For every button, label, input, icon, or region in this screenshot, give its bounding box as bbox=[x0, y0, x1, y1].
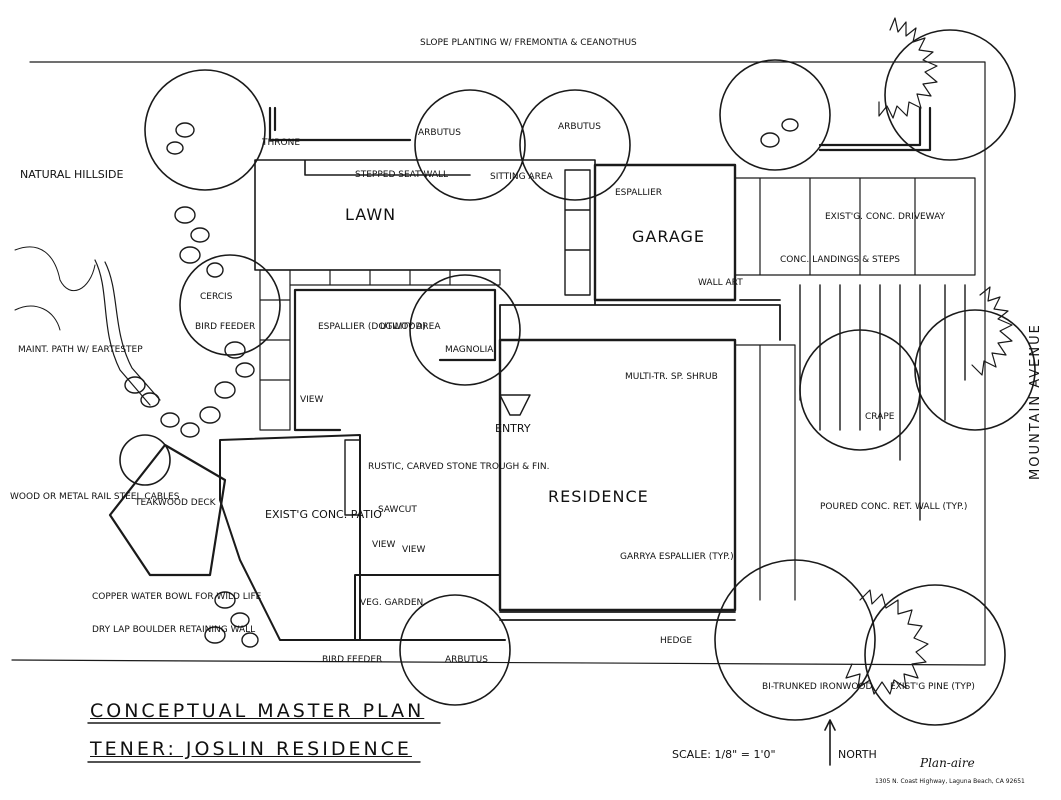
label-veg-garden: Veg. garden bbox=[360, 598, 424, 608]
title-rule bbox=[87, 722, 441, 763]
rustic-trough bbox=[344, 439, 361, 516]
hillside-contour bbox=[14, 246, 96, 331]
label-espallier-dogwood: Espallier (Dogwood) bbox=[318, 322, 426, 332]
tree-canopy bbox=[884, 29, 1016, 161]
label-arbutus-3: Arbutus bbox=[445, 655, 488, 665]
utility-area bbox=[293, 288, 497, 432]
tree-canopy bbox=[144, 69, 266, 191]
label-crape: Crape bbox=[865, 412, 895, 422]
label-arbutus-2: Arbutus bbox=[558, 122, 601, 132]
label-bird-feeder-2: Bird feeder bbox=[322, 655, 383, 665]
label-espallier: Espallier bbox=[615, 188, 663, 198]
label-ironwood: Bi-trunked Ironwood bbox=[762, 682, 873, 692]
label-throne: Throne bbox=[262, 138, 301, 148]
north-label: North bbox=[838, 748, 877, 761]
plan-subtitle: Tener: Joslin Residence bbox=[90, 738, 412, 760]
label-sitting-area: Sitting Area bbox=[490, 172, 553, 182]
pine-texture bbox=[845, 589, 929, 695]
label-view-3: View bbox=[402, 545, 426, 555]
property-line bbox=[11, 61, 986, 666]
plan-title: Conceptual Master Plan bbox=[90, 700, 425, 722]
label-multi-trunk: Multi-tr. Sp. Shrub bbox=[625, 372, 718, 382]
boulders bbox=[124, 118, 799, 648]
north-arrow bbox=[824, 719, 836, 766]
label-view-1: View bbox=[300, 395, 324, 405]
street-label: Mountain Avenue bbox=[1028, 323, 1043, 480]
label-sawcut: Sawcut bbox=[378, 505, 417, 515]
room-residence: Residence bbox=[548, 487, 649, 506]
seat-wall bbox=[564, 169, 591, 296]
hedge-line bbox=[499, 611, 736, 621]
label-exist-pine: Exist'g Pine (typ) bbox=[890, 682, 975, 692]
label-dry-boulder: Dry lap boulder retaining wall bbox=[92, 625, 256, 635]
label-exist-patio: Exist'g Conc. Patio bbox=[265, 508, 382, 521]
driveway bbox=[734, 177, 976, 276]
room-entry: Entry bbox=[495, 422, 531, 435]
residence-footprint bbox=[498, 338, 737, 612]
room-utility: Utility Area bbox=[380, 322, 441, 332]
label-view-2: View bbox=[372, 540, 396, 550]
label-wood-rail: Wood or metal rail steel cables bbox=[10, 492, 180, 502]
scale-label: Scale: 1/8" = 1'0" bbox=[672, 748, 776, 761]
label-seat-wall: Stepped seat wall bbox=[355, 170, 449, 180]
tree-canopy bbox=[179, 254, 281, 356]
tree-canopy bbox=[119, 434, 171, 486]
tree-canopy bbox=[519, 89, 631, 201]
pine-texture bbox=[878, 17, 938, 119]
pine-texture bbox=[971, 286, 1013, 376]
label-arbutus-1: Arbutus bbox=[418, 128, 461, 138]
teakwood-deck bbox=[108, 443, 227, 577]
label-magnolia: Magnolia bbox=[445, 345, 494, 355]
side-strip bbox=[734, 344, 796, 601]
label-conc-landings: Conc. landings & steps bbox=[780, 255, 900, 265]
label-maint-path: Maint. path w/ Eartestep bbox=[18, 345, 143, 355]
label-bird-feeder: Bird Feeder bbox=[195, 322, 256, 332]
tree-canopy bbox=[714, 559, 876, 721]
room-lawn: Lawn bbox=[345, 205, 397, 224]
patio bbox=[219, 434, 361, 641]
tree-canopy bbox=[864, 584, 1006, 726]
tree-canopy bbox=[409, 274, 521, 386]
room-garage: Garage bbox=[632, 227, 705, 246]
label-garrya: Garrya Espallier (typ.) bbox=[620, 552, 734, 562]
label-rustic-trough: Rustic, carved stone trough & fin. bbox=[368, 462, 550, 472]
label-copper-bowl: Copper water bowl for wild life bbox=[92, 592, 262, 602]
label-driveway: Exist'g. Conc. Driveway bbox=[825, 212, 946, 222]
label-poured-wall: Poured conc. ret. wall (typ.) bbox=[820, 502, 968, 512]
entry-steps bbox=[499, 394, 531, 416]
label-wall-art: Wall Art bbox=[698, 278, 743, 288]
label-hedge: Hedge bbox=[660, 636, 693, 646]
maintenance-path bbox=[94, 259, 161, 406]
tree-canopy bbox=[914, 309, 1036, 431]
landing-steps bbox=[799, 284, 966, 521]
house-connector bbox=[499, 299, 781, 341]
upper-wall bbox=[268, 106, 932, 152]
label-slope-planting: Slope planting w/ Fremontia & Ceanothus bbox=[420, 38, 637, 48]
firm-name: Plan-aire bbox=[920, 756, 975, 770]
label-teakwood-deck: Teakwood Deck bbox=[135, 498, 216, 508]
tree-canopy bbox=[799, 329, 921, 451]
label-natural-hillside: Natural Hillside bbox=[20, 168, 124, 181]
tree-canopy bbox=[399, 594, 511, 706]
tree-canopy bbox=[414, 89, 526, 201]
tree-canopy bbox=[719, 59, 831, 171]
label-cercis: Cercis bbox=[200, 292, 233, 302]
firm-address: 1305 N. Coast Highway, Laguna Beach, CA … bbox=[875, 778, 1025, 785]
